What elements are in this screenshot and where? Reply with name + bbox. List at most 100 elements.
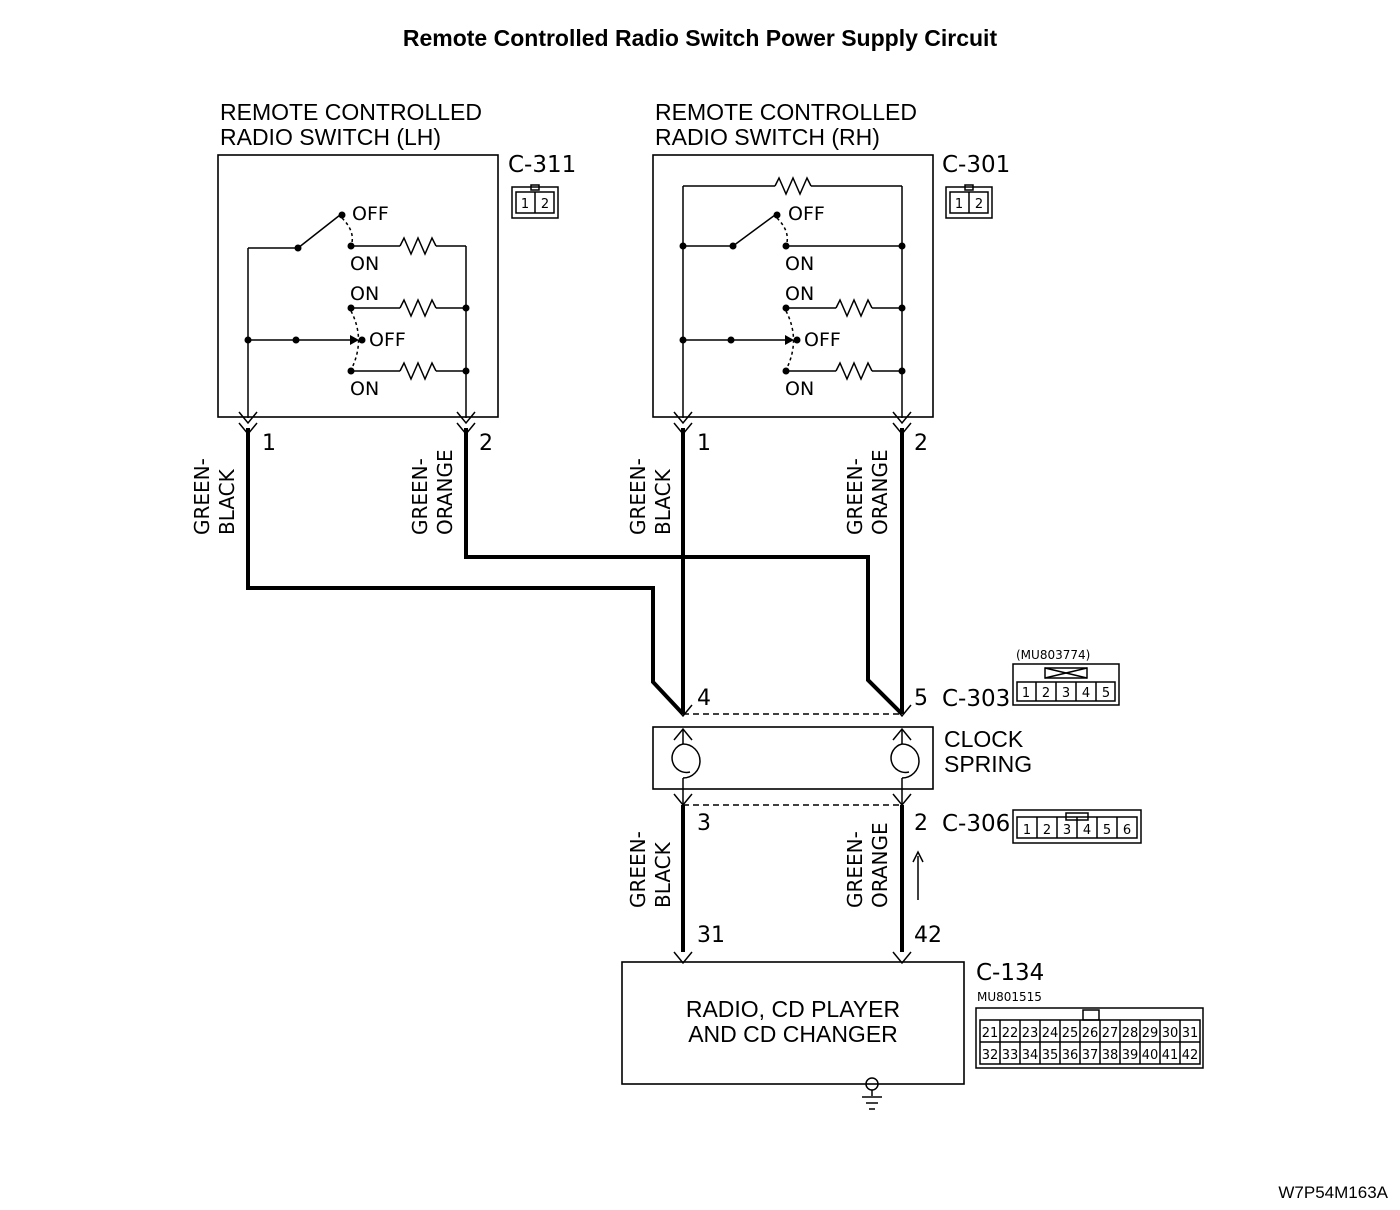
cs-upper-cell-4: 4 bbox=[1082, 686, 1090, 701]
lh-label-off-mid: OFF bbox=[369, 329, 406, 351]
cs-upper-pin-5: 5 bbox=[914, 686, 928, 711]
cs-lower-pin-3: 3 bbox=[697, 811, 711, 836]
wire-lh-green-orange bbox=[464, 428, 904, 716]
wire-label-lh-gb-1: GREEN- bbox=[190, 458, 214, 535]
wire-label-lh-go-1: GREEN- bbox=[408, 458, 432, 535]
radio-pin-31: 31 bbox=[697, 923, 725, 948]
rh-label-on-top: ON bbox=[785, 253, 814, 275]
wire-label-cs-gb-1: GREEN- bbox=[626, 831, 650, 908]
radio-connector-cell: 37 bbox=[1082, 1048, 1099, 1063]
radio-connector-cell: 36 bbox=[1062, 1048, 1079, 1063]
diagram-title: Remote Controlled Radio Switch Power Sup… bbox=[403, 25, 998, 51]
cs-lower-cell-5: 5 bbox=[1103, 823, 1111, 838]
rh-connector-pin-2: 2 bbox=[975, 197, 983, 212]
clock-spring: 4 5 C-303 (MU803774) 1 2 3 4 5 bbox=[652, 648, 1142, 844]
clock-spring-box bbox=[652, 726, 934, 790]
lh-label-on-bottom: ON bbox=[350, 378, 379, 400]
radio-connector-cell: 25 bbox=[1062, 1026, 1079, 1041]
radio-name-line2: AND CD CHANGER bbox=[688, 1021, 898, 1047]
cs-lower-cell-6: 6 bbox=[1123, 823, 1131, 838]
radio-connector-cell: 33 bbox=[1002, 1048, 1019, 1063]
cs-lower-cell-2: 2 bbox=[1043, 823, 1051, 838]
radio-name-line1: RADIO, CD PLAYER bbox=[686, 996, 900, 1022]
lh-connector-icon: 1 2 bbox=[511, 184, 559, 219]
radio-connector-cell: 34 bbox=[1022, 1048, 1039, 1063]
cs-lower-cell-1: 1 bbox=[1023, 823, 1031, 838]
wire-label-cs-go-1: GREEN- bbox=[843, 831, 867, 908]
rh-label-on-bottom: ON bbox=[785, 378, 814, 400]
radio-part-number: MU801515 bbox=[977, 990, 1042, 1004]
radio-connector-cell: 29 bbox=[1142, 1026, 1159, 1041]
radio-connector-cell: 21 bbox=[982, 1026, 999, 1041]
clock-spring-name-line1: CLOCK bbox=[944, 726, 1024, 752]
cs-upper-cell-3: 3 bbox=[1062, 686, 1070, 701]
cs-lower-connector-label: C-306 bbox=[942, 811, 1010, 837]
cs-lower-cell-4: 4 bbox=[1083, 823, 1091, 838]
radio-connector-cell: 31 bbox=[1182, 1026, 1199, 1041]
radio-connector-cell: 40 bbox=[1142, 1048, 1159, 1063]
radio-box bbox=[621, 961, 965, 1085]
rh-pin-1: 1 bbox=[697, 431, 711, 456]
cs-lower-pin-2: 2 bbox=[914, 811, 928, 836]
rh-label-off-mid: OFF bbox=[804, 329, 841, 351]
wire-label-lh-gb-2: BLACK bbox=[215, 468, 239, 535]
radio-connector-cell: 28 bbox=[1122, 1026, 1139, 1041]
wires bbox=[246, 428, 924, 952]
cs-lower-connector-icon: 1 2 3 4 5 6 bbox=[1012, 809, 1142, 844]
ground-symbol bbox=[862, 1077, 882, 1110]
radio-connector-cell: 23 bbox=[1022, 1026, 1039, 1041]
lh-switch-name-line1: REMOTE CONTROLLED bbox=[220, 99, 482, 125]
radio-connector-cell: 27 bbox=[1102, 1026, 1119, 1041]
lh-connector-label: C-311 bbox=[508, 152, 576, 178]
radio-connector-cell: 30 bbox=[1162, 1026, 1179, 1041]
rh-switch-name-line1: REMOTE CONTROLLED bbox=[655, 99, 917, 125]
lh-switch-internal bbox=[244, 211, 470, 418]
radio-connector-cell: 38 bbox=[1102, 1048, 1119, 1063]
cs-lower-cell-3: 3 bbox=[1063, 823, 1071, 838]
cs-upper-pin-4: 4 bbox=[697, 686, 711, 711]
lh-label-on-top: ON bbox=[350, 253, 379, 275]
rh-label-off-top: OFF bbox=[788, 203, 825, 225]
lh-label-off-top: OFF bbox=[352, 203, 389, 225]
radio-pin-42: 42 bbox=[914, 923, 942, 948]
wire-label-cs-gb-2: BLACK bbox=[651, 841, 675, 908]
rh-switch: REMOTE CONTROLLED RADIO SWITCH (RH) C-30… bbox=[652, 99, 1010, 456]
rh-switch-internal bbox=[679, 176, 906, 418]
figure-code: W7P54M163A bbox=[1278, 1183, 1388, 1202]
lh-switch-box bbox=[217, 154, 499, 418]
radio-connector-cell: 35 bbox=[1042, 1048, 1059, 1063]
radio-connector-cell: 24 bbox=[1042, 1026, 1059, 1041]
wire-label-rh-go-2: ORANGE bbox=[868, 449, 892, 535]
radio-connector-cell: 39 bbox=[1122, 1048, 1139, 1063]
wire-lh-green-black bbox=[246, 428, 685, 716]
lh-pin-1: 1 bbox=[262, 431, 276, 456]
wire-label-rh-go-1: GREEN- bbox=[843, 458, 867, 535]
lh-pin-2: 2 bbox=[479, 431, 493, 456]
lh-switch-name-line2: RADIO SWITCH (LH) bbox=[220, 124, 441, 150]
rh-connector-pin-1: 1 bbox=[955, 197, 963, 212]
cs-upper-cell-2: 2 bbox=[1042, 686, 1050, 701]
wire-label-lh-go-2: ORANGE bbox=[433, 449, 457, 535]
lh-label-on-mid: ON bbox=[350, 283, 379, 305]
rh-connector-label: C-301 bbox=[942, 152, 1010, 178]
radio-connector-cell: 26 bbox=[1082, 1026, 1099, 1041]
lh-switch: REMOTE CONTROLLED RADIO SWITCH (LH) C-31… bbox=[217, 99, 576, 456]
radio-connector-cell: 41 bbox=[1162, 1048, 1179, 1063]
rh-switch-box bbox=[652, 154, 934, 418]
radio-connector-label: C-134 bbox=[976, 960, 1044, 986]
cs-coil-left bbox=[682, 743, 701, 779]
clock-spring-name-line2: SPRING bbox=[944, 751, 1032, 777]
radio-connector-cell: 22 bbox=[1002, 1026, 1019, 1041]
cs-upper-cell-5: 5 bbox=[1102, 686, 1110, 701]
radio-connector-cell: 42 bbox=[1182, 1048, 1199, 1063]
wire-color-labels: GREEN- BLACK GREEN- ORANGE GREEN- BLACK … bbox=[190, 449, 892, 908]
cs-upper-connector-label: C-303 bbox=[942, 686, 1010, 712]
rh-connector-icon: 1 2 bbox=[945, 184, 993, 219]
rh-switch-name-line2: RADIO SWITCH (RH) bbox=[655, 124, 880, 150]
wire-label-cs-go-2: ORANGE bbox=[868, 822, 892, 908]
rh-label-on-mid: ON bbox=[785, 283, 814, 305]
lh-connector-pin-1: 1 bbox=[521, 197, 529, 212]
wire-label-rh-gb-1: GREEN- bbox=[626, 458, 650, 535]
